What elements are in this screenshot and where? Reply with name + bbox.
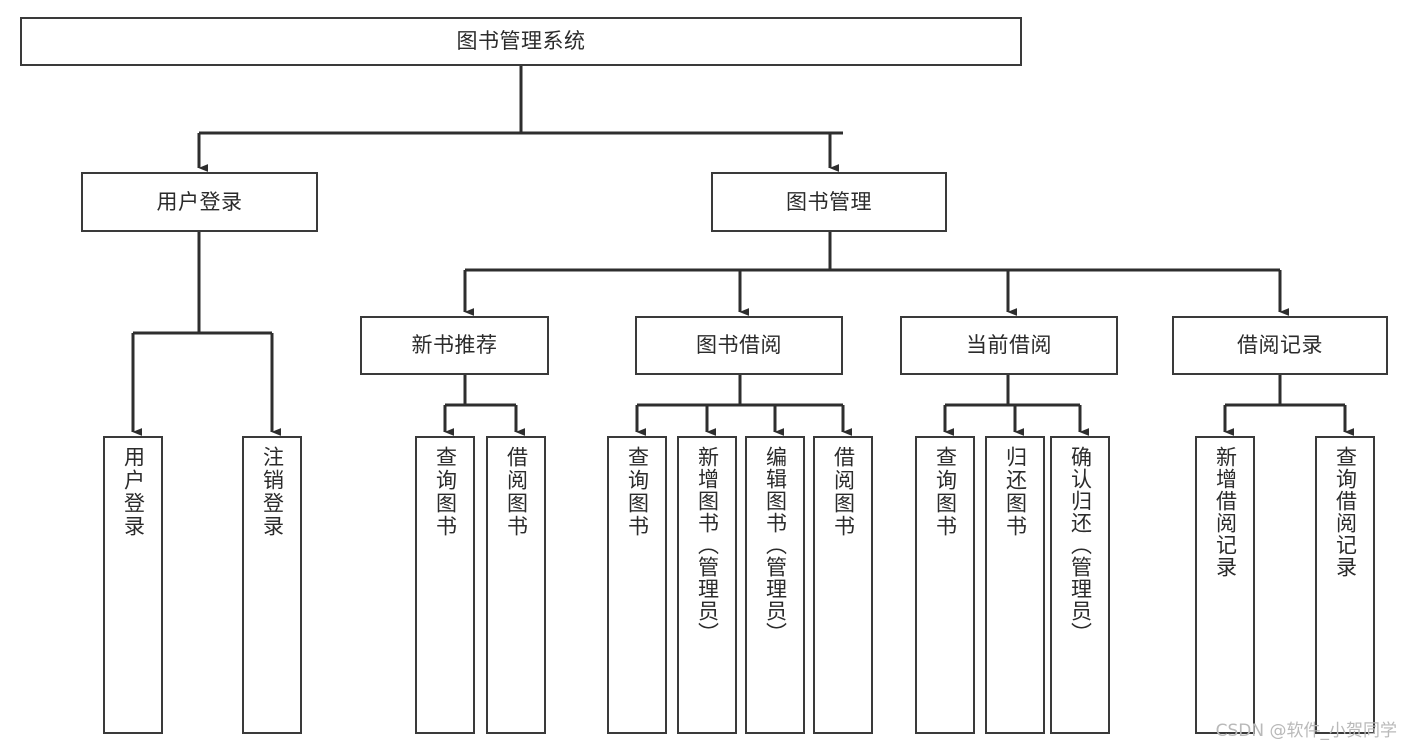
node-label: 图书借阅 xyxy=(696,333,782,358)
node-label: 新书推荐 xyxy=(411,333,498,358)
node-leaf-user-login[interactable]: 用户登录 xyxy=(103,436,163,734)
node-book-borrow[interactable]: 图书借阅 xyxy=(635,316,843,375)
node-label: 新增图书（管理员） xyxy=(695,446,720,644)
node-leaf-query-book-borrow[interactable]: 查询图书 xyxy=(607,436,667,734)
node-label: 图书管理 xyxy=(786,189,872,214)
node-label: 借阅记录 xyxy=(1237,333,1323,358)
node-root-book-management-system[interactable]: 图书管理系统 xyxy=(20,17,1022,66)
node-label: 新增借阅记录 xyxy=(1213,446,1238,578)
node-label: 查询借阅记录 xyxy=(1333,446,1358,578)
node-leaf-query-borrow-record[interactable]: 查询借阅记录 xyxy=(1315,436,1375,734)
node-leaf-return-book[interactable]: 归还图书 xyxy=(985,436,1045,734)
node-current-borrow[interactable]: 当前借阅 xyxy=(900,316,1118,375)
node-leaf-add-borrow-record[interactable]: 新增借阅记录 xyxy=(1195,436,1255,734)
node-label: 图书管理系统 xyxy=(456,29,586,54)
node-label: 借阅图书 xyxy=(831,446,856,538)
node-leaf-query-book-current[interactable]: 查询图书 xyxy=(915,436,975,734)
node-label: 注销登录 xyxy=(260,446,285,538)
node-label: 用户登录 xyxy=(156,189,243,214)
node-label: 查询图书 xyxy=(433,446,458,538)
node-label: 用户登录 xyxy=(121,446,146,538)
node-label: 借阅图书 xyxy=(504,446,529,538)
node-label: 查询图书 xyxy=(625,446,650,538)
node-new-book-recommend[interactable]: 新书推荐 xyxy=(360,316,549,375)
node-label: 归还图书 xyxy=(1003,446,1028,538)
node-user-login[interactable]: 用户登录 xyxy=(81,172,318,232)
node-label: 当前借阅 xyxy=(966,333,1052,358)
node-leaf-add-book[interactable]: 新增图书（管理员） xyxy=(677,436,737,734)
node-label: 编辑图书（管理员） xyxy=(763,446,788,644)
node-borrow-record[interactable]: 借阅记录 xyxy=(1172,316,1388,375)
node-leaf-logout[interactable]: 注销登录 xyxy=(242,436,302,734)
node-leaf-edit-book[interactable]: 编辑图书（管理员） xyxy=(745,436,805,734)
node-label: 查询图书 xyxy=(933,446,958,538)
node-leaf-confirm-return[interactable]: 确认归还（管理员） xyxy=(1050,436,1110,734)
node-leaf-query-book-recommend[interactable]: 查询图书 xyxy=(415,436,475,734)
node-label: 确认归还（管理员） xyxy=(1068,446,1093,644)
node-leaf-borrow-book[interactable]: 借阅图书 xyxy=(813,436,873,734)
node-book-management[interactable]: 图书管理 xyxy=(711,172,947,232)
node-leaf-borrow-book-recommend[interactable]: 借阅图书 xyxy=(486,436,546,734)
